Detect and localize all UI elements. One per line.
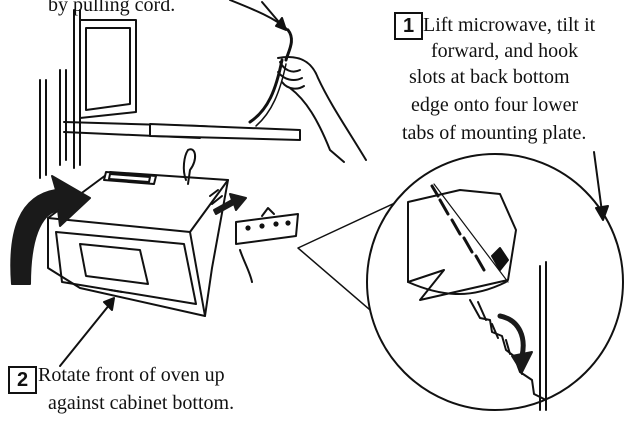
step-1-line-2: forward, and hook (431, 40, 579, 62)
push-arrow (213, 193, 247, 215)
step-2-number-box: 2 (8, 366, 37, 394)
step-1-line-1: Lift microwave, tilt it (423, 14, 596, 36)
mounting-plate (235, 207, 299, 283)
step-2-line-2: against cabinet bottom. (48, 392, 235, 414)
step-1-line-4: edge onto four lower (411, 94, 579, 116)
cord-caption: by pulling cord. (48, 0, 176, 16)
step-2-leader (59, 303, 111, 367)
step-1-number-box: 1 (394, 12, 423, 40)
step-1-line-5: tabs of mounting plate. (402, 122, 587, 144)
step-2-line-1: Rotate front of oven up (38, 364, 225, 386)
wall-cabinet-frame (39, 9, 301, 179)
step-1-leader (593, 151, 603, 213)
step-2-leader-arrowhead (103, 297, 115, 311)
cabinet-bottom (149, 123, 301, 141)
cord-pointer-arrowhead (275, 17, 287, 31)
step-1-line-3: slots at back bottom (409, 66, 570, 88)
microwave-oven (47, 148, 229, 317)
rotate-arrow (10, 175, 91, 285)
step-1-leader-arrowhead (595, 205, 609, 221)
hand-pulling-cord (229, 0, 367, 163)
detail-magnifier (366, 153, 624, 411)
